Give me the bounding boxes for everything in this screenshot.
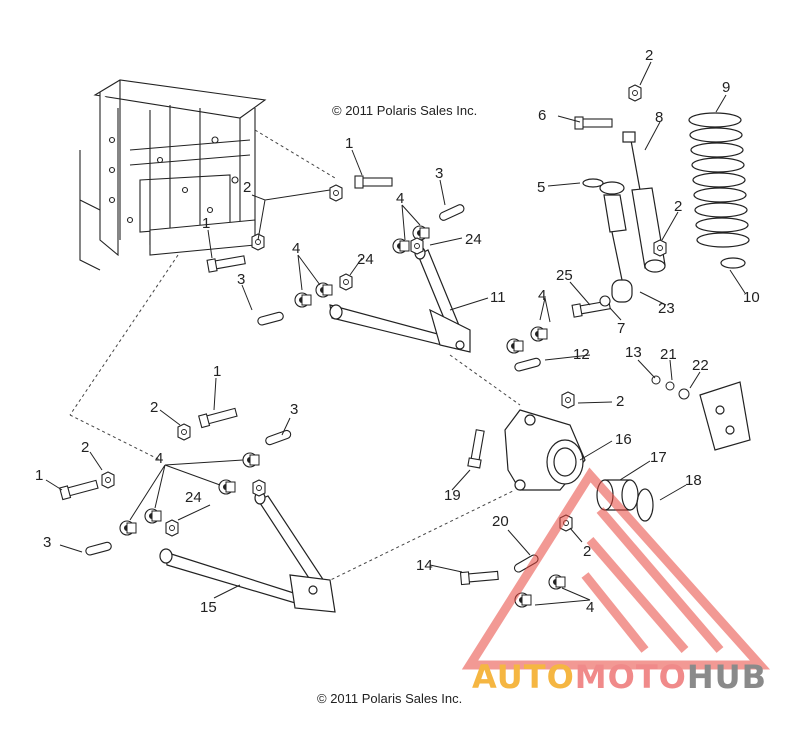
callout-11: 11 <box>490 289 506 306</box>
callout-2: 2 <box>645 47 653 64</box>
callout-23: 23 <box>658 300 675 317</box>
callout-19: 19 <box>444 487 461 504</box>
copyright-bottom: © 2011 Polaris Sales Inc. <box>317 691 463 706</box>
callout-labels: 1 2 3 4 24 1 3 4 24 11 6 2 8 9 5 2 10 25… <box>35 47 760 616</box>
callout-13: 13 <box>625 344 642 361</box>
callout-1: 1 <box>213 363 221 380</box>
callout-17: 17 <box>650 449 667 466</box>
callout-2: 2 <box>583 543 591 560</box>
callout-3: 3 <box>43 534 51 551</box>
callout-1: 1 <box>202 215 210 232</box>
callout-2: 2 <box>616 393 624 410</box>
callout-6: 6 <box>538 107 546 124</box>
callout-20: 20 <box>492 513 509 530</box>
callout-3: 3 <box>237 271 245 288</box>
copyright-top: © 2011 Polaris Sales Inc. <box>332 103 478 118</box>
bearing-carrier <box>504 409 586 491</box>
callout-2: 2 <box>243 179 251 196</box>
callout-2: 2 <box>81 439 89 456</box>
callout-8: 8 <box>655 109 663 126</box>
callout-7: 7 <box>617 320 625 337</box>
callout-10: 10 <box>743 289 760 306</box>
callout-18: 18 <box>685 472 702 489</box>
callout-14: 14 <box>416 557 433 574</box>
lower-a-arm <box>159 491 336 613</box>
callout-4: 4 <box>586 599 594 616</box>
brake-caliper <box>699 381 751 451</box>
coil-spring <box>688 112 750 248</box>
callout-2: 2 <box>150 399 158 416</box>
watermark-text: AUTOMOTOHUB <box>472 658 767 696</box>
callout-4: 4 <box>155 450 163 467</box>
watermark-auto: AUTO <box>472 658 575 696</box>
callout-24: 24 <box>465 231 482 248</box>
callout-25: 25 <box>556 267 573 284</box>
fasteners <box>59 84 690 608</box>
callout-24: 24 <box>357 251 374 268</box>
callout-3: 3 <box>290 401 298 418</box>
callout-15: 15 <box>200 599 217 616</box>
upper-a-arm <box>329 246 471 353</box>
reference-lines <box>69 129 521 591</box>
spring-retainer <box>582 178 746 269</box>
callout-5: 5 <box>537 179 545 196</box>
frame-section <box>79 79 267 271</box>
leader-lines <box>45 61 746 606</box>
callout-12: 12 <box>573 346 590 363</box>
watermark-moto: MOTO <box>574 658 687 696</box>
callout-1: 1 <box>35 467 43 484</box>
callout-24: 24 <box>185 489 202 506</box>
callout-1: 1 <box>345 135 353 152</box>
callout-9: 9 <box>722 79 730 96</box>
callout-4: 4 <box>538 287 546 304</box>
callout-16: 16 <box>615 431 632 448</box>
watermark-logo <box>461 467 771 670</box>
callout-2: 2 <box>674 198 682 215</box>
callout-4: 4 <box>396 190 404 207</box>
callout-4: 4 <box>292 240 300 257</box>
callout-22: 22 <box>692 357 709 374</box>
watermark-hub: HUB <box>686 658 768 696</box>
callout-3: 3 <box>435 165 443 182</box>
callout-21: 21 <box>660 346 677 363</box>
shock-absorber-7 <box>599 181 633 303</box>
